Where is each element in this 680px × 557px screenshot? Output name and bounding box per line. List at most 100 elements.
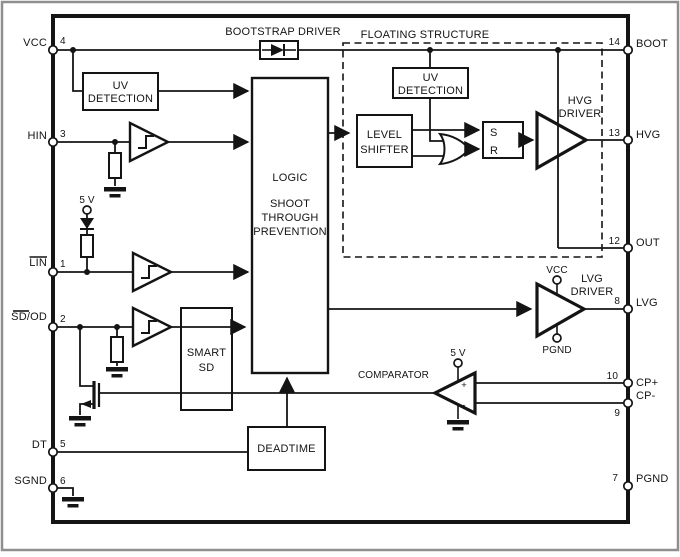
lvg-pgnd-label: PGND xyxy=(542,345,571,356)
floating-structure-label: FLOATING STRUCTURE xyxy=(361,29,490,41)
lvg-vcc-label: VCC xyxy=(546,265,567,276)
pin-label: LIN xyxy=(29,257,47,269)
lvg-pgnd-terminal: PGND xyxy=(542,323,572,356)
pin-number: 7 xyxy=(612,473,618,484)
pin-number: 9 xyxy=(614,408,620,419)
supply-terminal-icon xyxy=(453,358,463,368)
pin-out: 12 OUT xyxy=(609,236,660,254)
pin-circle xyxy=(622,44,634,56)
lvg-driver-label: DRIVER xyxy=(571,286,614,298)
pin-circle xyxy=(622,134,634,146)
pin-sdod: 2 SD/OD xyxy=(11,310,66,333)
uv-detection-label: UV xyxy=(113,80,129,92)
bootstrap-driver-label: BOOTSTRAP DRIVER xyxy=(225,26,340,38)
pin-label: OUT xyxy=(636,237,660,249)
latch-r-label: R xyxy=(490,145,498,157)
pin-hvg: 13 HVG xyxy=(609,128,660,146)
open-drain-mosfet-icon xyxy=(69,327,101,427)
sdod-path xyxy=(53,306,247,378)
pin-number: 3 xyxy=(60,129,66,140)
level-shifter-label: SHIFTER xyxy=(360,144,408,156)
supply-5v-label: 5 V xyxy=(79,195,95,206)
pin-circle xyxy=(47,266,59,278)
pin-number: 14 xyxy=(609,37,621,48)
pin-label: CP+ xyxy=(636,377,658,389)
pin-number: 6 xyxy=(60,476,66,487)
hvg-driver-label: HVG xyxy=(568,95,592,107)
comparator-5v-terminal: 5 V xyxy=(450,348,466,381)
pin-circle xyxy=(47,482,59,494)
pin-circle xyxy=(47,321,59,333)
pin-circle xyxy=(47,136,59,148)
logic-label: THROUGH xyxy=(261,212,318,224)
pin-number: 2 xyxy=(60,314,66,325)
pin-lin: 1 LIN xyxy=(29,256,66,278)
latch-s-label: S xyxy=(490,127,498,139)
logic-label: SHOOT xyxy=(270,198,310,210)
sr-latch-box xyxy=(482,121,524,159)
floating-structure-box xyxy=(342,42,603,258)
pin-cp-plus: 10 CP+ xyxy=(607,371,658,389)
pin-boot: 14 BOOT xyxy=(609,37,668,56)
uv-detection-label: DETECTION xyxy=(398,85,463,97)
pin-label: PGND xyxy=(636,473,669,485)
uv-detection-float-box xyxy=(392,67,469,99)
pin-vcc: 4 VCC xyxy=(23,36,66,56)
logic-label: PREVENTION xyxy=(253,226,327,238)
logic-label: LOGIC xyxy=(272,172,307,184)
smart-sd-box xyxy=(180,307,233,411)
schmitt-trigger-icon xyxy=(131,306,174,348)
supply-5v-label: 5 V xyxy=(450,348,466,359)
resistor-icon xyxy=(110,336,124,363)
schmitt-trigger-icon xyxy=(128,121,171,163)
pin-number: 10 xyxy=(607,371,619,382)
pin-sgnd: 6 SGND xyxy=(14,475,66,494)
uv-detection-label: DETECTION xyxy=(88,93,153,105)
level-shifter-box xyxy=(356,114,413,168)
pin-label: BOOT xyxy=(636,38,668,50)
supply-terminal-icon xyxy=(552,275,562,285)
pin-pgnd: 7 PGND xyxy=(612,473,669,492)
schmitt-trigger-icon xyxy=(131,251,174,293)
comparator-ground xyxy=(447,404,469,431)
uv-detection-left-box xyxy=(82,72,159,111)
comparator-label: COMPARATOR xyxy=(358,370,429,381)
ground-icon xyxy=(69,416,91,427)
resistor-icon xyxy=(80,234,94,258)
pin-circle xyxy=(622,397,634,409)
pin-number: 12 xyxy=(609,236,621,247)
or-gate-icon xyxy=(437,132,471,166)
pin-circle xyxy=(622,303,634,315)
pin-circle xyxy=(622,242,634,254)
diode-icon xyxy=(80,218,94,230)
logic-box xyxy=(250,76,330,375)
hin-path xyxy=(53,121,250,198)
lvg-driver-label: LVG xyxy=(581,273,603,285)
supply-terminal-icon xyxy=(552,333,562,343)
diode-icon xyxy=(262,44,296,56)
level-shifter-label: LEVEL xyxy=(367,129,402,141)
lin-path xyxy=(53,251,250,293)
pin-label: HIN xyxy=(27,130,47,142)
pin-label: DT xyxy=(32,439,47,451)
pin-number: 8 xyxy=(614,296,620,307)
pin-number: 13 xyxy=(609,128,621,139)
pin-label: CP- xyxy=(636,390,656,402)
deadtime-label: DEADTIME xyxy=(257,443,315,455)
smart-sd-label: SD xyxy=(199,362,215,374)
wire-uv-to-or xyxy=(429,98,443,142)
resistor-icon xyxy=(108,152,122,179)
smart-sd-label: SMART xyxy=(187,347,226,359)
lin-pullup: 5 V xyxy=(79,195,95,275)
comparator-minus: - xyxy=(462,400,465,411)
wire-vcc-boot-rail xyxy=(53,47,628,53)
uv-detection-label: UV xyxy=(423,72,439,84)
pin-label: SGND xyxy=(14,475,47,487)
ground-icon xyxy=(106,367,128,378)
wire-vcc-to-uv xyxy=(72,50,83,92)
hvg-driver-icon xyxy=(535,110,590,171)
ground-icon xyxy=(104,187,126,198)
